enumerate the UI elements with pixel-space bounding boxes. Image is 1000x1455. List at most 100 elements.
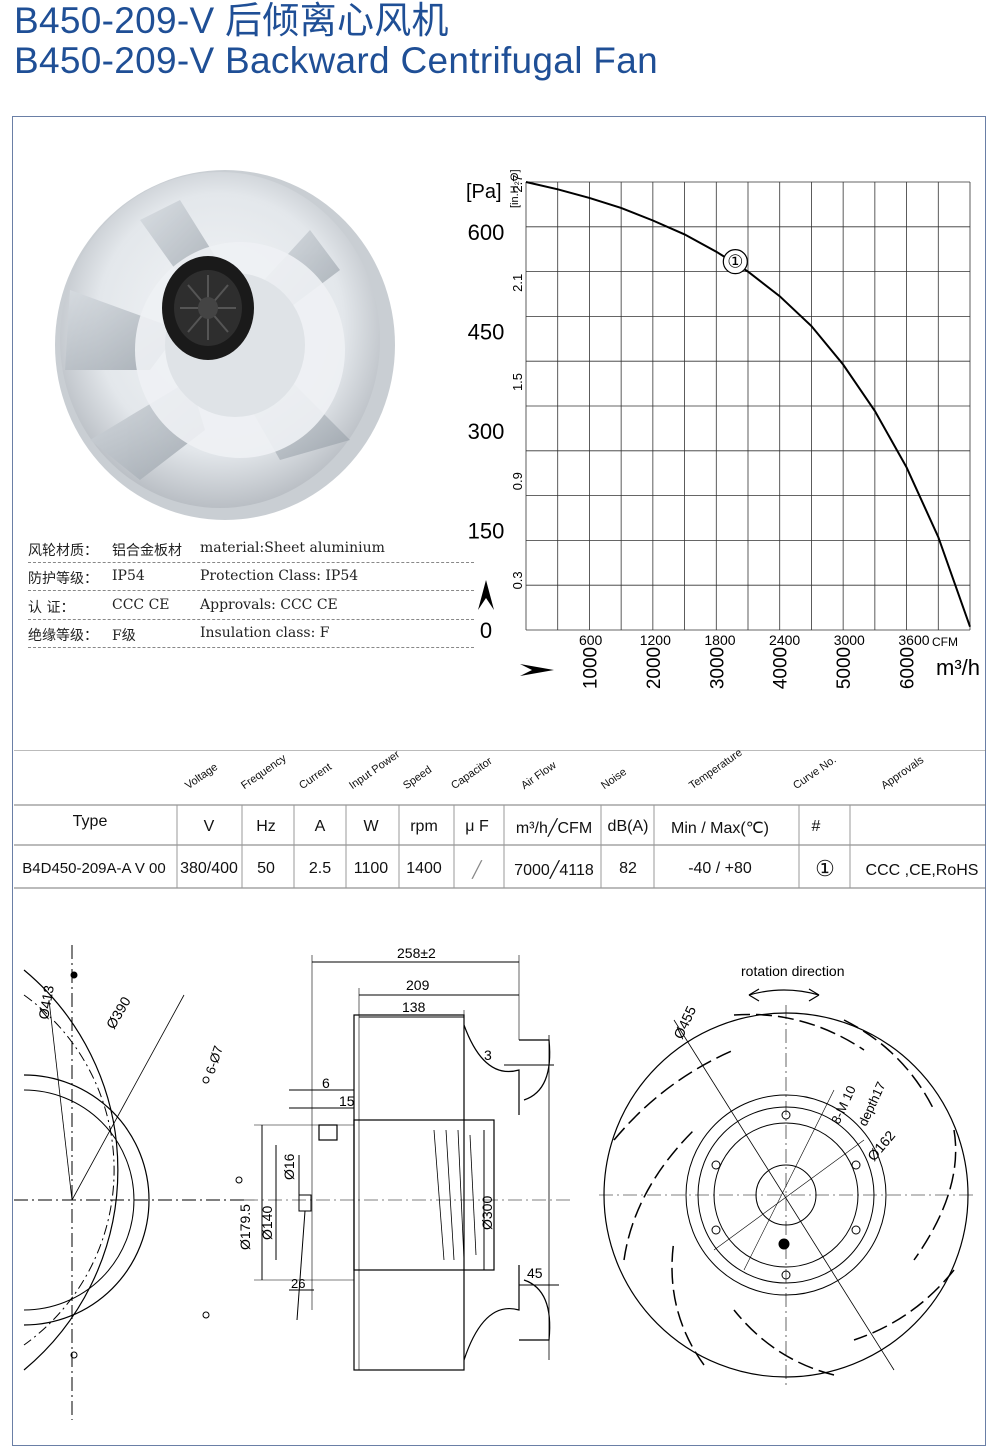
- unit-speed: rpm: [410, 818, 438, 835]
- dim-15: 15: [339, 1093, 355, 1109]
- dim-209: 209: [406, 977, 430, 993]
- dim-d390: Ø390: [103, 994, 134, 1032]
- spec-label-cn: 风轮材质：: [28, 543, 98, 559]
- x-tick-label: 1000: [580, 647, 601, 689]
- x-tick-label: 5000: [834, 647, 855, 689]
- chart-cfm-ticks: 600 1200 1800 2400 3000 3600: [579, 632, 930, 648]
- left-flange-view: [14, 945, 244, 1420]
- cfm-tick-label: 3000: [834, 632, 865, 648]
- dim-d413: Ø413: [35, 984, 57, 1021]
- spec-label-en: Protection Class: IP54: [200, 568, 359, 584]
- dim-138: 138: [402, 999, 426, 1015]
- row-noise: 82: [619, 860, 637, 877]
- curve-label: ①: [727, 252, 743, 272]
- chart-x2label: CFM: [932, 635, 958, 649]
- y-tick-label: 450: [468, 319, 505, 344]
- unit-curve: #: [811, 818, 821, 835]
- y-tick-label: 300: [468, 419, 505, 444]
- title-cn: B450-209-V 后倾离心风机: [14, 0, 449, 41]
- spec-label-en: material:Sheet aluminium: [200, 540, 385, 556]
- row-current: 2.5: [308, 860, 332, 877]
- dim-45: 45: [527, 1265, 543, 1281]
- y-tick-label: 0: [480, 618, 492, 643]
- title-en: B450-209-V Backward Centrifugal Fan: [14, 40, 658, 81]
- chart-grid: [525, 181, 971, 631]
- row-frequency: 50: [257, 860, 275, 877]
- content-frame: [12, 116, 986, 1446]
- dim-3: 3: [484, 1047, 492, 1063]
- y2-tick-label: 0.3: [510, 571, 525, 589]
- dim-d162: Ø162: [864, 1127, 898, 1164]
- y2-tick-label: 2.1: [510, 274, 525, 292]
- y-tick-label: 150: [468, 518, 505, 543]
- dim-depth: depth17: [855, 1079, 888, 1128]
- spec-value-cn: IP54: [112, 568, 145, 584]
- unit-power: W: [363, 818, 379, 835]
- spec-row-approvals: 认 证： CCC CE Approvals: CCC CE: [28, 591, 474, 620]
- fan-photo: [55, 170, 395, 520]
- unit-noise: dB(A): [607, 818, 649, 835]
- dim-26: 26: [291, 1276, 305, 1291]
- chart-y2-ticks: 0.30.91.52.12.7: [510, 175, 525, 590]
- spec-label-en: Insulation class: F: [200, 625, 330, 641]
- cfm-tick-label: 600: [579, 632, 603, 648]
- dim-holes: 6-Ø7: [203, 1044, 226, 1076]
- rotation-direction-label: rotation direction: [741, 963, 845, 979]
- unit-capacitor: μ F: [465, 818, 489, 835]
- spec-row-protection: 防护等级： IP54 Protection Class: IP54: [28, 562, 474, 591]
- spec-value-cn: F级: [112, 628, 136, 644]
- spec-label-cn: 绝缘等级：: [28, 628, 98, 644]
- cfm-tick-label: 1800: [704, 632, 735, 648]
- dim-m10: 8-M 10: [828, 1083, 859, 1126]
- dim-d140: Ø140: [259, 1206, 275, 1240]
- chart-xlabel: m³/h: [936, 655, 980, 680]
- chart-y2label: [in.H₂O]: [509, 170, 521, 208]
- unit-temperature: Min / Max(℃): [671, 820, 769, 837]
- spec-label-cn: 防护等级：: [28, 571, 98, 587]
- row-type: B4D450-209A-A V 00: [22, 860, 166, 877]
- col-header-type: Type: [72, 813, 108, 830]
- cfm-tick-label: 2400: [769, 632, 800, 648]
- unit-current: A: [314, 818, 326, 835]
- curve-series-1: [525, 181, 971, 628]
- unit-frequency: Hz: [256, 818, 276, 835]
- curve-label-circle: [722, 249, 748, 275]
- spec-table: Voltage Frequency Current Input Power Sp…: [14, 747, 986, 890]
- unit-airflow: m³/h╱CFM: [515, 820, 593, 837]
- front-view: [599, 988, 974, 1385]
- spec-label-cn: 认 证：: [28, 600, 75, 616]
- y2-tick-label: 2.7: [510, 175, 525, 193]
- row-voltage: 380/400: [180, 860, 238, 877]
- x-tick-label: 2000: [644, 647, 665, 689]
- dim-d300: Ø300: [479, 1196, 495, 1230]
- row-approvals: CCC ,CE,RoHS: [865, 862, 979, 879]
- table-lines: [14, 750, 986, 889]
- x-tick-label: 6000: [898, 647, 919, 689]
- spec-value-cn: CCC CE: [112, 597, 170, 613]
- y-axis-arrow-icon: [478, 580, 494, 610]
- cfm-tick-label: 3600: [898, 632, 929, 648]
- chart-y-ticks: 0 150 300 450 600: [468, 220, 505, 643]
- unit-voltage: V: [203, 818, 215, 835]
- spec-label-en: Approvals: CCC CE: [200, 597, 338, 613]
- spec-row-material: 风轮材质： 铝合金板材 material:Sheet aluminium: [28, 534, 474, 563]
- side-view: [244, 955, 574, 1371]
- dim-258: 258±2: [397, 945, 436, 961]
- row-speed: 1400: [406, 860, 442, 877]
- row-curve: ①: [815, 856, 835, 881]
- spec-value-cn: 铝合金板材: [112, 543, 182, 559]
- x-tick-label: 3000: [707, 647, 728, 689]
- row-power: 1100: [353, 860, 389, 877]
- cfm-tick-label: 1200: [640, 632, 671, 648]
- dim-6: 6: [322, 1075, 330, 1091]
- x-axis-arrow-icon: [520, 664, 554, 676]
- technical-drawings: Ø413 Ø390 6-Ø7 258±2 209 138 3 6: [14, 945, 974, 1420]
- x-tick-label: 4000: [771, 647, 792, 689]
- y-tick-label: 600: [468, 220, 505, 245]
- row-airflow: 7000╱4118: [514, 862, 594, 879]
- row-temperature: -40 / +80: [688, 860, 752, 877]
- chart-x-ticks: 1000 2000 3000 4000 5000 6000: [580, 647, 918, 689]
- spec-row-insulation: 绝缘等级： F级 Insulation class: F: [28, 619, 474, 648]
- dim-d455: Ø455: [670, 1003, 699, 1041]
